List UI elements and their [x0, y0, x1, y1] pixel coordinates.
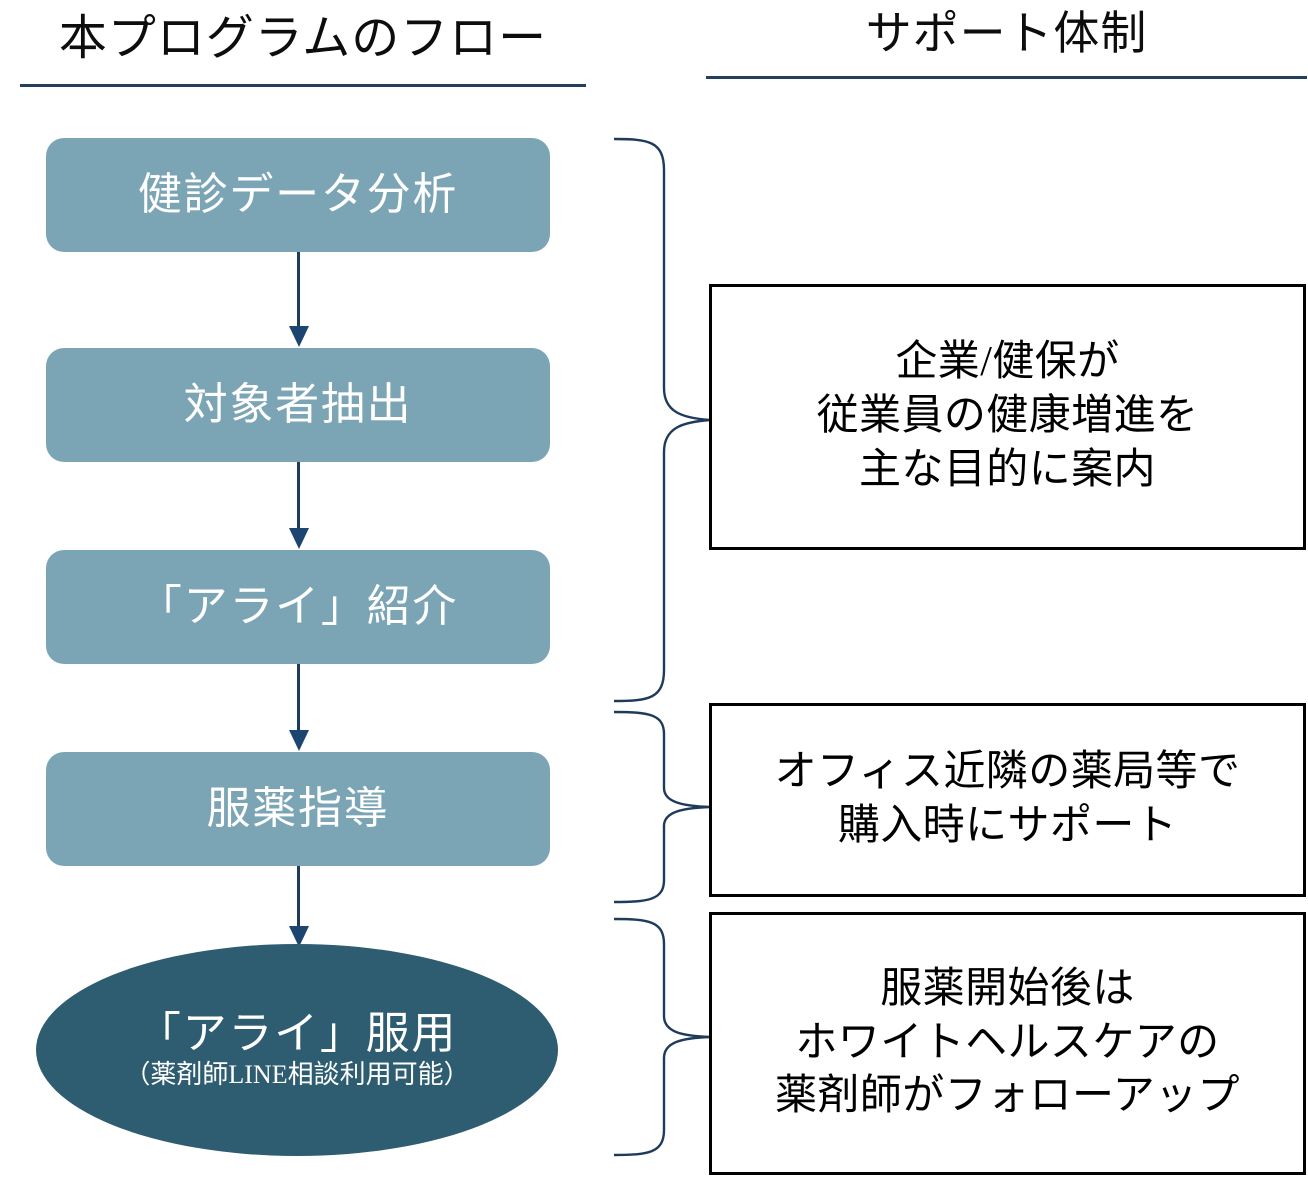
flow-step-health-data-analysis[interactable]: 健診データ分析 [46, 138, 550, 252]
support-box-pharmacist-followup[interactable]: 服薬開始後は ホワイトヘルスケアの 薬剤師がフォローアップ [709, 912, 1306, 1175]
arrow-head-icon [289, 326, 309, 347]
arrow-shaft [297, 664, 300, 732]
support-box-line-1: オフィス近隣の薬局等で [774, 749, 1241, 796]
flow-arrow-3 [289, 664, 309, 752]
flow-step-medication-guidance[interactable]: 服薬指導 [46, 752, 550, 866]
support-box-line-3: 主な目的に案内 [859, 446, 1156, 493]
support-box-line-2: 購入時にサポート [837, 803, 1178, 849]
flow-step-label: 対象者抽出 [183, 379, 413, 429]
left-title-underline [20, 84, 586, 87]
flow-arrow-1 [289, 252, 309, 348]
flow-arrow-4 [289, 866, 309, 948]
brace-connector-1 [608, 130, 716, 710]
flow-final-node-arai-usage[interactable]: 「アライ」服用 （薬剤師LINE相談利用可能） [36, 944, 558, 1156]
flow-step-label: 服薬指導 [206, 783, 390, 833]
flow-final-sublabel: （薬剤師LINE相談利用可能） [124, 1060, 470, 1090]
flow-step-target-extraction[interactable]: 対象者抽出 [46, 348, 550, 462]
right-title-underline [706, 76, 1307, 79]
support-box-line-1: 服薬開始後は [880, 965, 1135, 1012]
right-column-title: サポート体制 [865, 8, 1148, 59]
arrow-shaft [297, 462, 300, 530]
flow-step-arai-introduction[interactable]: 「アライ」紹介 [46, 550, 550, 664]
support-box-company-health-insurance[interactable]: 企業/健保が 従業員の健康増進を 主な目的に案内 [709, 284, 1306, 550]
flow-final-label: 「アライ」服用 [136, 1008, 458, 1058]
flow-arrow-2 [289, 462, 309, 550]
brace-connector-2 [608, 704, 716, 910]
support-box-line-2: ホワイトヘルスケアの [795, 1019, 1220, 1066]
support-box-line-2: 従業員の健康増進を [816, 393, 1199, 440]
brace-connector-3 [608, 910, 716, 1164]
arrow-shaft [297, 866, 300, 928]
arrow-head-icon [289, 730, 309, 751]
arrow-shaft [297, 252, 300, 328]
left-column-title: 本プログラムのフロー [58, 12, 548, 65]
flow-step-label: 健診データ分析 [137, 169, 459, 219]
flow-step-label: 「アライ」紹介 [137, 581, 459, 631]
support-box-line-1: 企業/健保が [895, 339, 1120, 386]
support-box-line-3: 薬剤師がフォローアップ [775, 1073, 1240, 1120]
arrow-head-icon [289, 926, 309, 947]
support-box-pharmacy-purchase-support[interactable]: オフィス近隣の薬局等で 購入時にサポート [709, 703, 1306, 897]
arrow-head-icon [289, 528, 309, 549]
